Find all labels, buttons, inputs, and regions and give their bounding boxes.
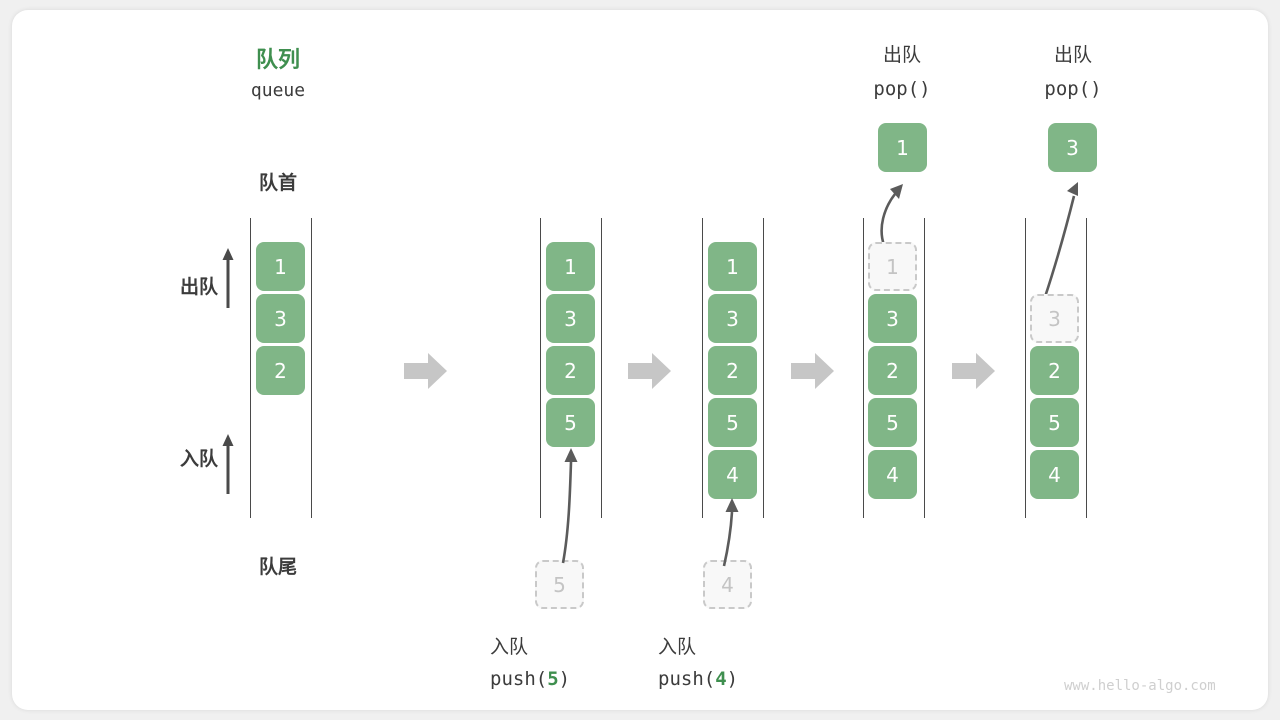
popped-element: 3 [1048, 123, 1097, 172]
push-caption-cn-1: 入队 [490, 636, 529, 658]
queue-rail-left-col5 [1025, 218, 1026, 518]
queue-rail-left-col4 [863, 218, 864, 518]
queue-cell: 3 [256, 294, 305, 343]
push-code-arg-1: 5 [547, 668, 559, 690]
push-caption-code-1: push(5) [490, 668, 680, 690]
enqueue-side-label: 入队 [179, 448, 218, 470]
dequeue-side-label: 出队 [179, 276, 218, 298]
push-code-prefix-2: push( [658, 668, 716, 690]
step-arrow-2-icon [628, 352, 672, 390]
queue-cell: 2 [256, 346, 305, 395]
push-caption-code-2: push(4) [658, 668, 848, 690]
queue-cell: 4 [708, 450, 757, 499]
queue-cell: 1 [546, 242, 595, 291]
dequeue-direction-arrow-icon [220, 247, 236, 309]
queue-title-cn: 队列 [255, 48, 300, 73]
pop-caption-code-2: pop() [1044, 78, 1102, 100]
queue-cell: 2 [1030, 346, 1079, 395]
queue-tail-label: 队尾 [258, 556, 297, 578]
diagram-card: 队列 queue 队首 队尾 出队 入队 1 3 2 [12, 10, 1268, 710]
enqueue-direction-arrow-icon [220, 433, 236, 495]
push-code-suffix-2: ) [726, 668, 739, 690]
incoming-element-ghost: 4 [703, 560, 752, 609]
queue-cell: 3 [868, 294, 917, 343]
step-arrow-4-icon [952, 352, 996, 390]
push-code-arg-2: 4 [715, 668, 727, 690]
queue-cell: 1 [708, 242, 757, 291]
step-arrow-1-icon [404, 352, 448, 390]
dequeued-element-ghost: 3 [1030, 294, 1079, 343]
queue-cell: 1 [256, 242, 305, 291]
queue-cell: 4 [868, 450, 917, 499]
pop-caption-cn-2: 出队 [1053, 44, 1092, 66]
incoming-element-ghost: 5 [535, 560, 584, 609]
queue-rail-left-col3 [702, 218, 703, 518]
queue-cell: 3 [546, 294, 595, 343]
push-code-suffix-1: ) [558, 668, 571, 690]
queue-rail-left-col1 [250, 218, 251, 518]
queue-cell: 5 [546, 398, 595, 447]
queue-head-label: 队首 [258, 172, 297, 194]
queue-rail-right-col1 [311, 218, 312, 518]
dequeued-element-ghost: 1 [868, 242, 917, 291]
pop-caption-code-1: pop() [873, 78, 931, 100]
popped-element: 1 [878, 123, 927, 172]
queue-rail-right-col2 [601, 218, 602, 518]
push-code-prefix-1: push( [490, 668, 548, 690]
queue-cell: 2 [868, 346, 917, 395]
queue-cell: 2 [546, 346, 595, 395]
step-arrow-3-icon [791, 352, 835, 390]
pop-motion-arrow-2-icon [1042, 182, 1078, 301]
push-caption-cn-2: 入队 [658, 636, 697, 658]
queue-cell: 2 [708, 346, 757, 395]
queue-cell: 3 [708, 294, 757, 343]
queue-title-en: queue [250, 80, 306, 101]
queue-cell: 4 [1030, 450, 1079, 499]
queue-cell: 5 [1030, 398, 1079, 447]
queue-rail-right-col5 [1086, 218, 1087, 518]
pop-caption-cn-1: 出队 [882, 44, 921, 66]
watermark: www.hello-algo.com [1064, 678, 1216, 694]
queue-rail-left-col2 [540, 218, 541, 518]
queue-rail-right-col3 [763, 218, 764, 518]
pop-motion-arrow-1-icon [880, 184, 903, 246]
queue-cell: 5 [708, 398, 757, 447]
queue-cell: 5 [868, 398, 917, 447]
push-motion-arrow-1-icon [561, 448, 578, 564]
queue-rail-right-col4 [924, 218, 925, 518]
